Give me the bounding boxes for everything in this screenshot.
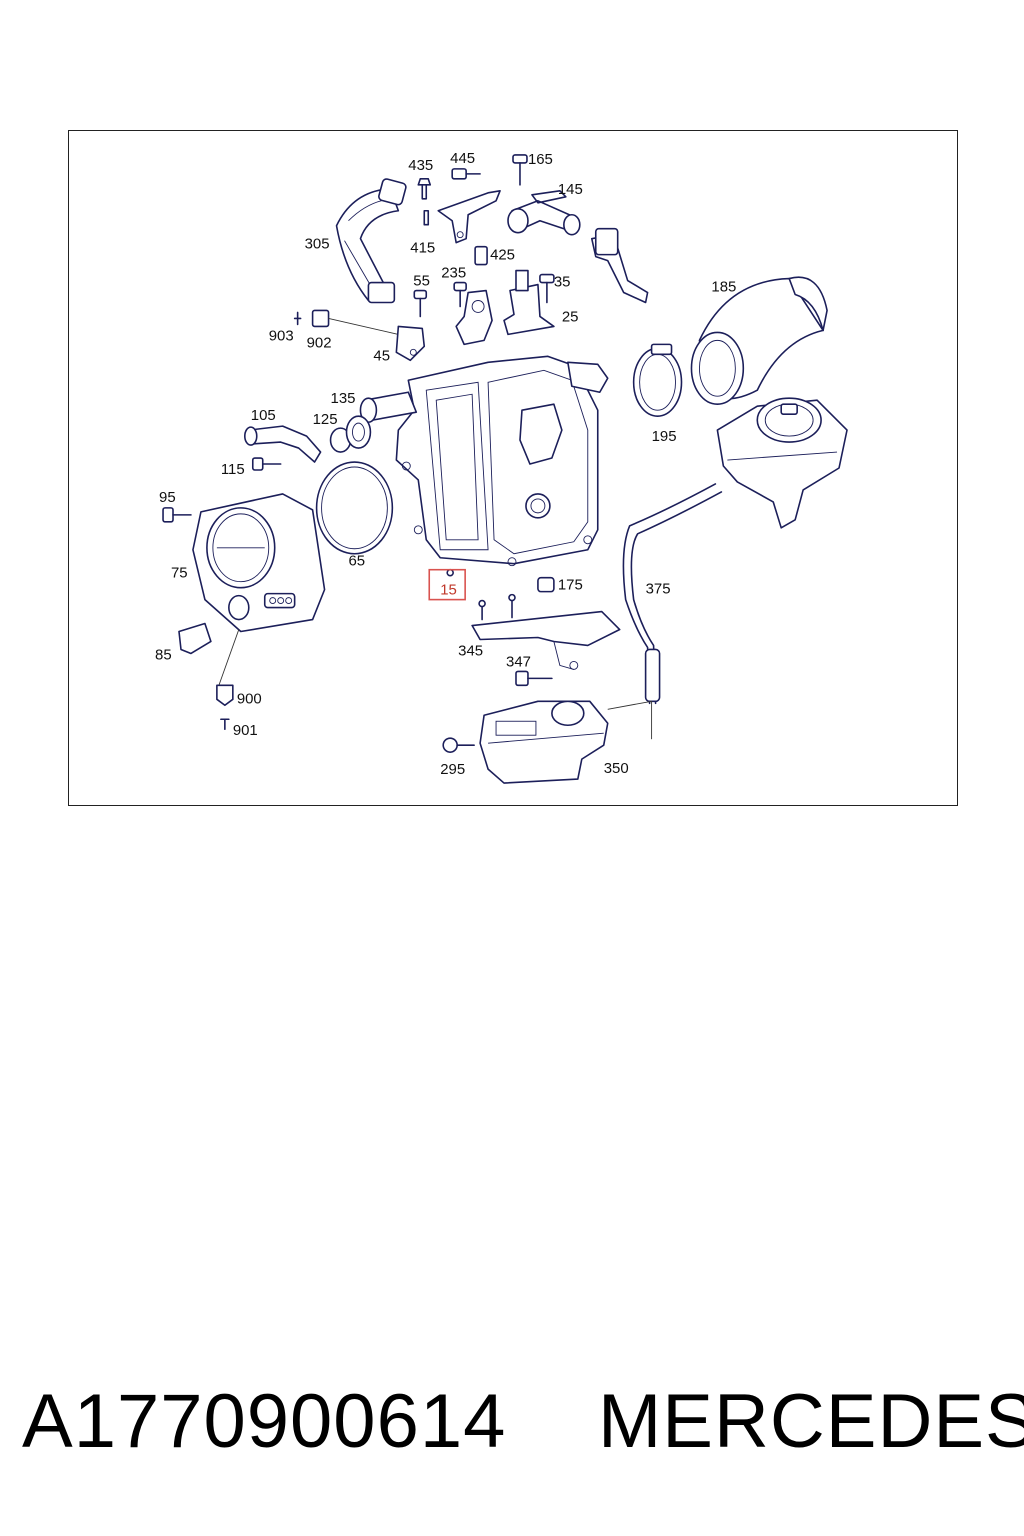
part-135-hose <box>359 391 418 423</box>
part-55-bolt <box>413 289 428 318</box>
part-65-gasket <box>315 461 394 555</box>
caption-bar: A1770900614 MERCEDES <box>0 1372 1024 1472</box>
callout-75: 75 <box>171 565 188 582</box>
part-235-bolt <box>453 281 467 308</box>
callout-25: 25 <box>562 308 579 325</box>
callout-105: 105 <box>251 407 276 424</box>
callout-345: 345 <box>458 642 483 659</box>
callout-295: 295 <box>440 761 465 778</box>
part-number: A1770900614 <box>22 1379 507 1464</box>
part-185-intake-hose <box>690 276 828 405</box>
callout-185: 185 <box>711 279 736 296</box>
callout-435: 435 <box>408 157 433 174</box>
callout-35: 35 <box>554 274 571 291</box>
part-165-bolt <box>512 154 528 186</box>
part-75-throttle-body <box>192 493 326 686</box>
callout-145: 145 <box>558 181 583 198</box>
part-sensor-hose <box>590 227 649 304</box>
callout-115: 115 <box>221 461 245 478</box>
callout-15-highlight-box <box>428 568 466 601</box>
part-125-seal <box>329 415 372 453</box>
part-445-bolt <box>451 168 481 180</box>
callout-195: 195 <box>652 428 677 445</box>
part-expansion-tank <box>716 397 848 529</box>
callout-902: 902 <box>307 334 332 351</box>
part-375-hose <box>607 483 723 740</box>
part-35-bolt <box>539 273 555 304</box>
callout-95: 95 <box>159 489 176 506</box>
callout-900: 900 <box>237 690 262 707</box>
part-25-actuator <box>503 269 555 336</box>
callout-425: 425 <box>490 247 515 264</box>
part-902-connector <box>311 309 399 335</box>
part-347-bolt <box>515 670 553 687</box>
callout-65: 65 <box>348 553 365 570</box>
brand-name: MERCEDES <box>598 1379 1024 1464</box>
part-145-pipe <box>507 190 581 236</box>
parts-diagram: 435 445 165 145 305 415 425 55 235 35 25… <box>68 130 958 806</box>
callout-175: 175 <box>558 577 583 594</box>
callout-901: 901 <box>233 722 258 739</box>
part-903-clip <box>293 311 302 326</box>
callout-305: 305 <box>305 236 330 253</box>
callout-45: 45 <box>373 347 390 364</box>
part-15-marker <box>446 568 454 577</box>
part-415-bracket <box>423 190 501 244</box>
callout-903: 903 <box>269 327 294 344</box>
callout-135: 135 <box>331 390 356 407</box>
part-95-bolt <box>162 507 192 523</box>
callout-55: 55 <box>413 273 430 290</box>
callout-15: 15 <box>440 582 457 599</box>
part-425-clip <box>474 245 488 266</box>
callout-85: 85 <box>155 646 172 663</box>
part-295-bolt <box>442 737 475 753</box>
part-305-hose <box>335 178 407 304</box>
part-175-sleeve <box>537 576 555 593</box>
part-105-hose <box>243 425 322 463</box>
part-900-plug <box>216 684 234 707</box>
part-345-bracket <box>471 593 621 670</box>
callout-350: 350 <box>604 760 629 777</box>
part-435-bolt <box>417 178 432 200</box>
part-85-connector <box>178 622 212 655</box>
callout-labels: 435 445 165 145 305 415 425 55 235 35 25… <box>155 150 736 778</box>
callout-375: 375 <box>646 581 671 598</box>
part-901-pin <box>220 718 230 731</box>
part-350-reservoir <box>479 700 609 784</box>
part-gasket-plate <box>455 289 493 346</box>
part-15-manifold-housing <box>395 355 609 567</box>
exploded-view-drawing: 435 445 165 145 305 415 425 55 235 35 25… <box>155 150 848 784</box>
part-115-bolt <box>251 457 282 471</box>
part-195-clamp <box>632 343 683 417</box>
callout-125: 125 <box>313 411 338 428</box>
callout-165: 165 <box>528 151 553 168</box>
callout-235: 235 <box>441 265 466 282</box>
callout-445: 445 <box>450 150 475 167</box>
callout-347: 347 <box>506 653 531 670</box>
part-45-sensor <box>395 325 426 362</box>
callout-415: 415 <box>410 240 435 257</box>
